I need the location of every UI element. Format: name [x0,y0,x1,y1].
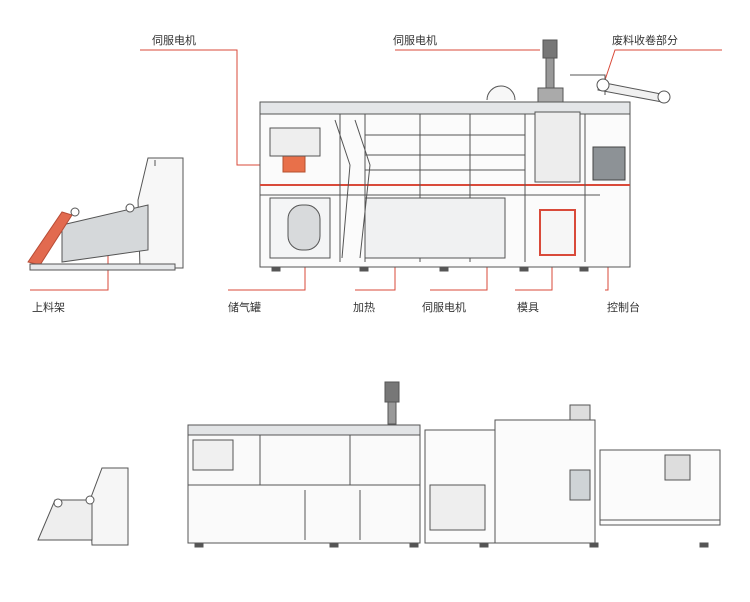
label-mold: 模具 [517,301,539,314]
main-machine [259,39,671,272]
label-air-tank: 储气罐 [228,301,261,314]
label-feeding-rack: 上料架 [32,301,65,314]
label-heating: 加热 [353,301,375,314]
label-control-panel: 控制台 [607,301,640,314]
label-waste-winding: 废料收卷部分 [612,34,678,47]
leader-feeding [30,248,109,291]
feeding-rack [27,157,184,271]
production-line [37,381,721,548]
label-servo-motor-left: 伺服电机 [152,34,196,47]
label-servo-motor-top: 伺服电机 [393,34,437,47]
label-servo-motor-bottom: 伺服电机 [422,301,466,314]
leader-waste [604,49,722,81]
